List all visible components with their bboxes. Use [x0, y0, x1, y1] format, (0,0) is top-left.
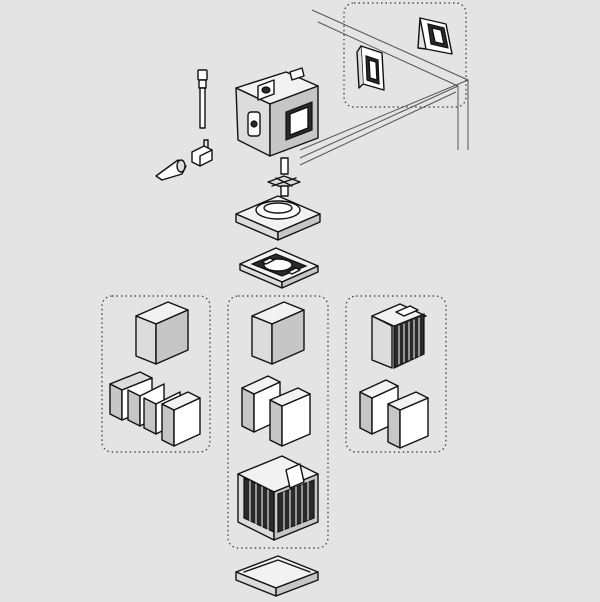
- grid-tray: [239, 247, 319, 289]
- left-media-group: [101, 295, 211, 453]
- media-basket: [237, 455, 319, 541]
- basket-lid: [235, 555, 319, 597]
- intake-tube: [197, 69, 208, 129]
- pump-base-plate: [235, 195, 321, 241]
- sponge-block: [135, 301, 189, 365]
- filter-module-front: [356, 45, 385, 91]
- aquarium-corner-outline: [299, 9, 469, 166]
- sponge-pads-pair: [241, 375, 311, 447]
- sponge-block: [251, 301, 305, 365]
- tank-detail-callout: [343, 2, 467, 108]
- outlet-elbow-fitting: [191, 139, 213, 167]
- center-media-group: [227, 295, 329, 549]
- sponge-pads-pair-right: [359, 379, 429, 449]
- sponge-pads-stack: [109, 371, 201, 447]
- pump-housing: [235, 67, 319, 157]
- media-cartridge: [371, 303, 427, 369]
- right-media-group: [345, 295, 447, 453]
- impeller: [267, 157, 301, 197]
- nozzle-fitting: [155, 159, 187, 181]
- filter-module-back: [417, 17, 453, 55]
